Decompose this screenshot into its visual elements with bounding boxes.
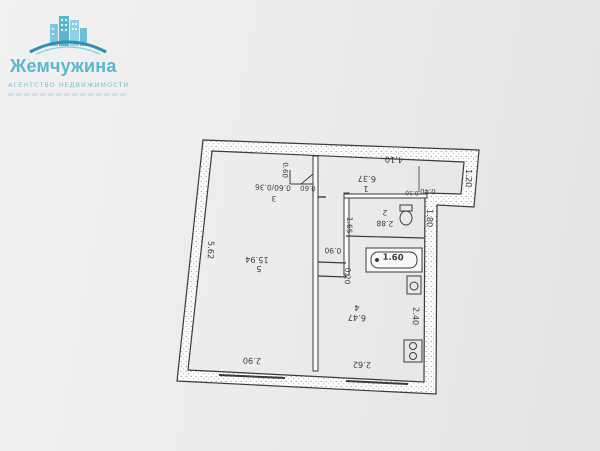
room-1-wing-height: 1.20 bbox=[464, 169, 475, 188]
interior-walls bbox=[289, 155, 428, 372]
fixtures bbox=[318, 196, 423, 363]
room-3-dimension-b: 0.60 bbox=[300, 184, 316, 193]
corridor-dimension: 1.65 bbox=[345, 217, 355, 234]
doorway-dimension: 0.90 bbox=[324, 246, 341, 256]
dimension-top-right: 2.62 bbox=[353, 360, 372, 371]
outer-walls bbox=[176, 139, 480, 395]
room-1-area: 6.37 bbox=[358, 174, 377, 185]
wing-gap-small: 0.10 bbox=[405, 189, 419, 196]
room-4-number: 4 bbox=[354, 303, 360, 313]
bathtub-icon bbox=[365, 247, 423, 273]
room-1-number: 1 bbox=[363, 184, 369, 194]
brand-name: Жемчужина bbox=[10, 56, 117, 76]
room-3-area: 0.60/0.36 bbox=[255, 182, 291, 192]
brand-divider bbox=[8, 93, 128, 96]
bath-length: 1.60 bbox=[382, 253, 403, 264]
brand-tagline: АГЕНТСТВО НЕДВИЖИМОСТИ bbox=[8, 81, 130, 89]
plan-labels: 2.90 2.62 5.62 5 15.94 3 0.60/0.36 0.60 … bbox=[206, 155, 475, 371]
wing-gap: 0.40 bbox=[420, 187, 436, 196]
wall-dimension: 0.20 bbox=[343, 268, 353, 285]
toilet-icon bbox=[399, 204, 413, 226]
room-4-area: 6.47 bbox=[348, 313, 367, 324]
room-5-area: 15.94 bbox=[245, 255, 269, 266]
room-2-number: 2 bbox=[382, 208, 387, 217]
stove-icon bbox=[403, 339, 423, 363]
room-2-height: 1.80 bbox=[425, 209, 436, 228]
room-5-number: 5 bbox=[256, 264, 262, 274]
sink-icon bbox=[406, 275, 422, 295]
room-2-area: 2.88 bbox=[376, 219, 393, 229]
room-1-length: 4.10 bbox=[385, 155, 404, 166]
agency-logo[interactable]: Жемчужина АГЕНТСТВО НЕДВИЖИМОСТИ bbox=[6, 10, 128, 96]
city-skyline-icon bbox=[29, 16, 107, 55]
dimension-left-height: 5.62 bbox=[206, 241, 217, 260]
room-4-height: 2.40 bbox=[411, 307, 422, 326]
room-3-dimension-a: 0.60 bbox=[281, 162, 290, 178]
room-3-number: 3 bbox=[271, 194, 276, 203]
dimension-top-left: 2.90 bbox=[243, 356, 262, 367]
